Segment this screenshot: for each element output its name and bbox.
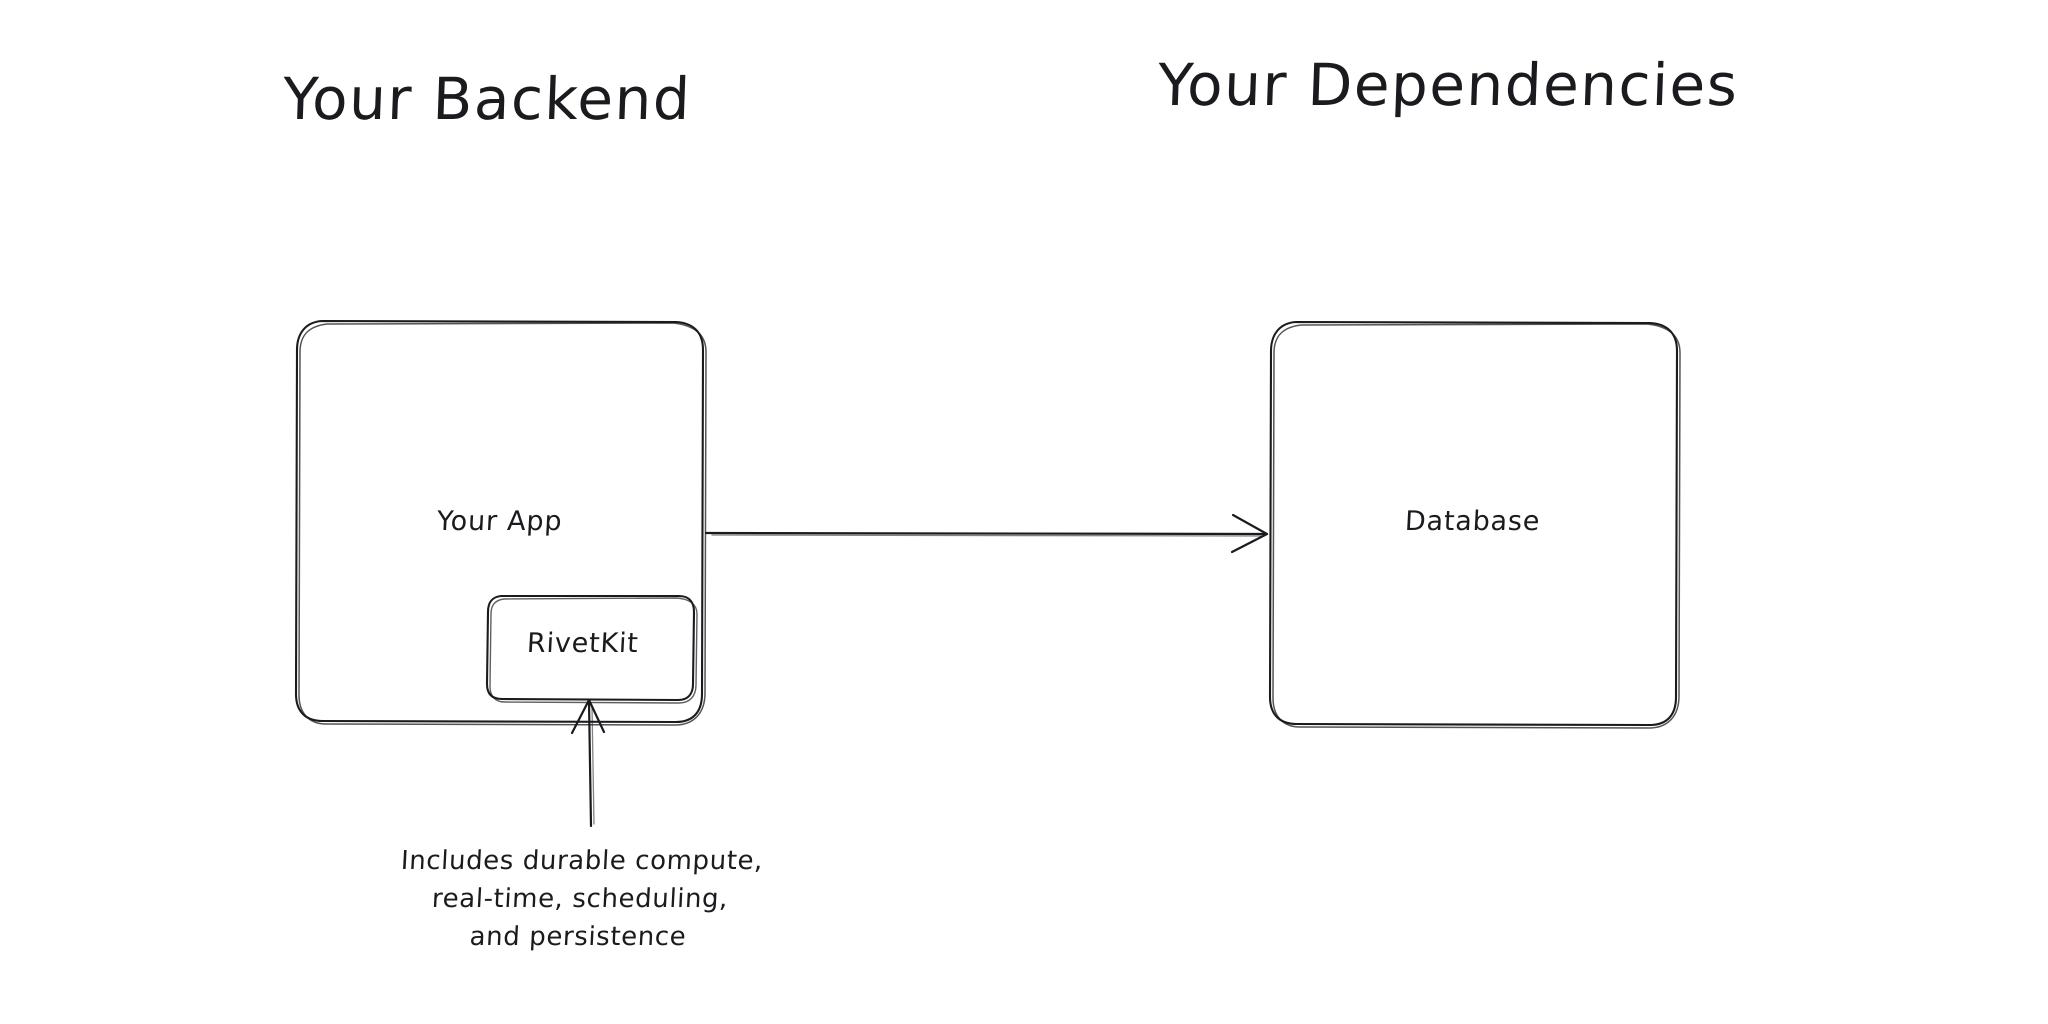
annotation-rivetkit-caption: Includes durable compute, real-time, sch…	[377, 842, 783, 956]
edge-caption-to-rivetkit[interactable]	[578, 700, 608, 828]
annotation-line-2: real-time, scheduling,	[431, 884, 729, 914]
heading-your-backend: Your Backend	[281, 65, 693, 133]
node-rivetkit[interactable]	[487, 596, 699, 704]
edge-app-to-database[interactable]	[706, 520, 1268, 550]
annotation-line-1: Includes durable compute,	[400, 846, 764, 876]
heading-your-dependencies: Your Dependencies	[1156, 51, 1740, 119]
node-database[interactable]	[1270, 322, 1682, 729]
annotation-line-3: and persistence	[468, 922, 688, 952]
